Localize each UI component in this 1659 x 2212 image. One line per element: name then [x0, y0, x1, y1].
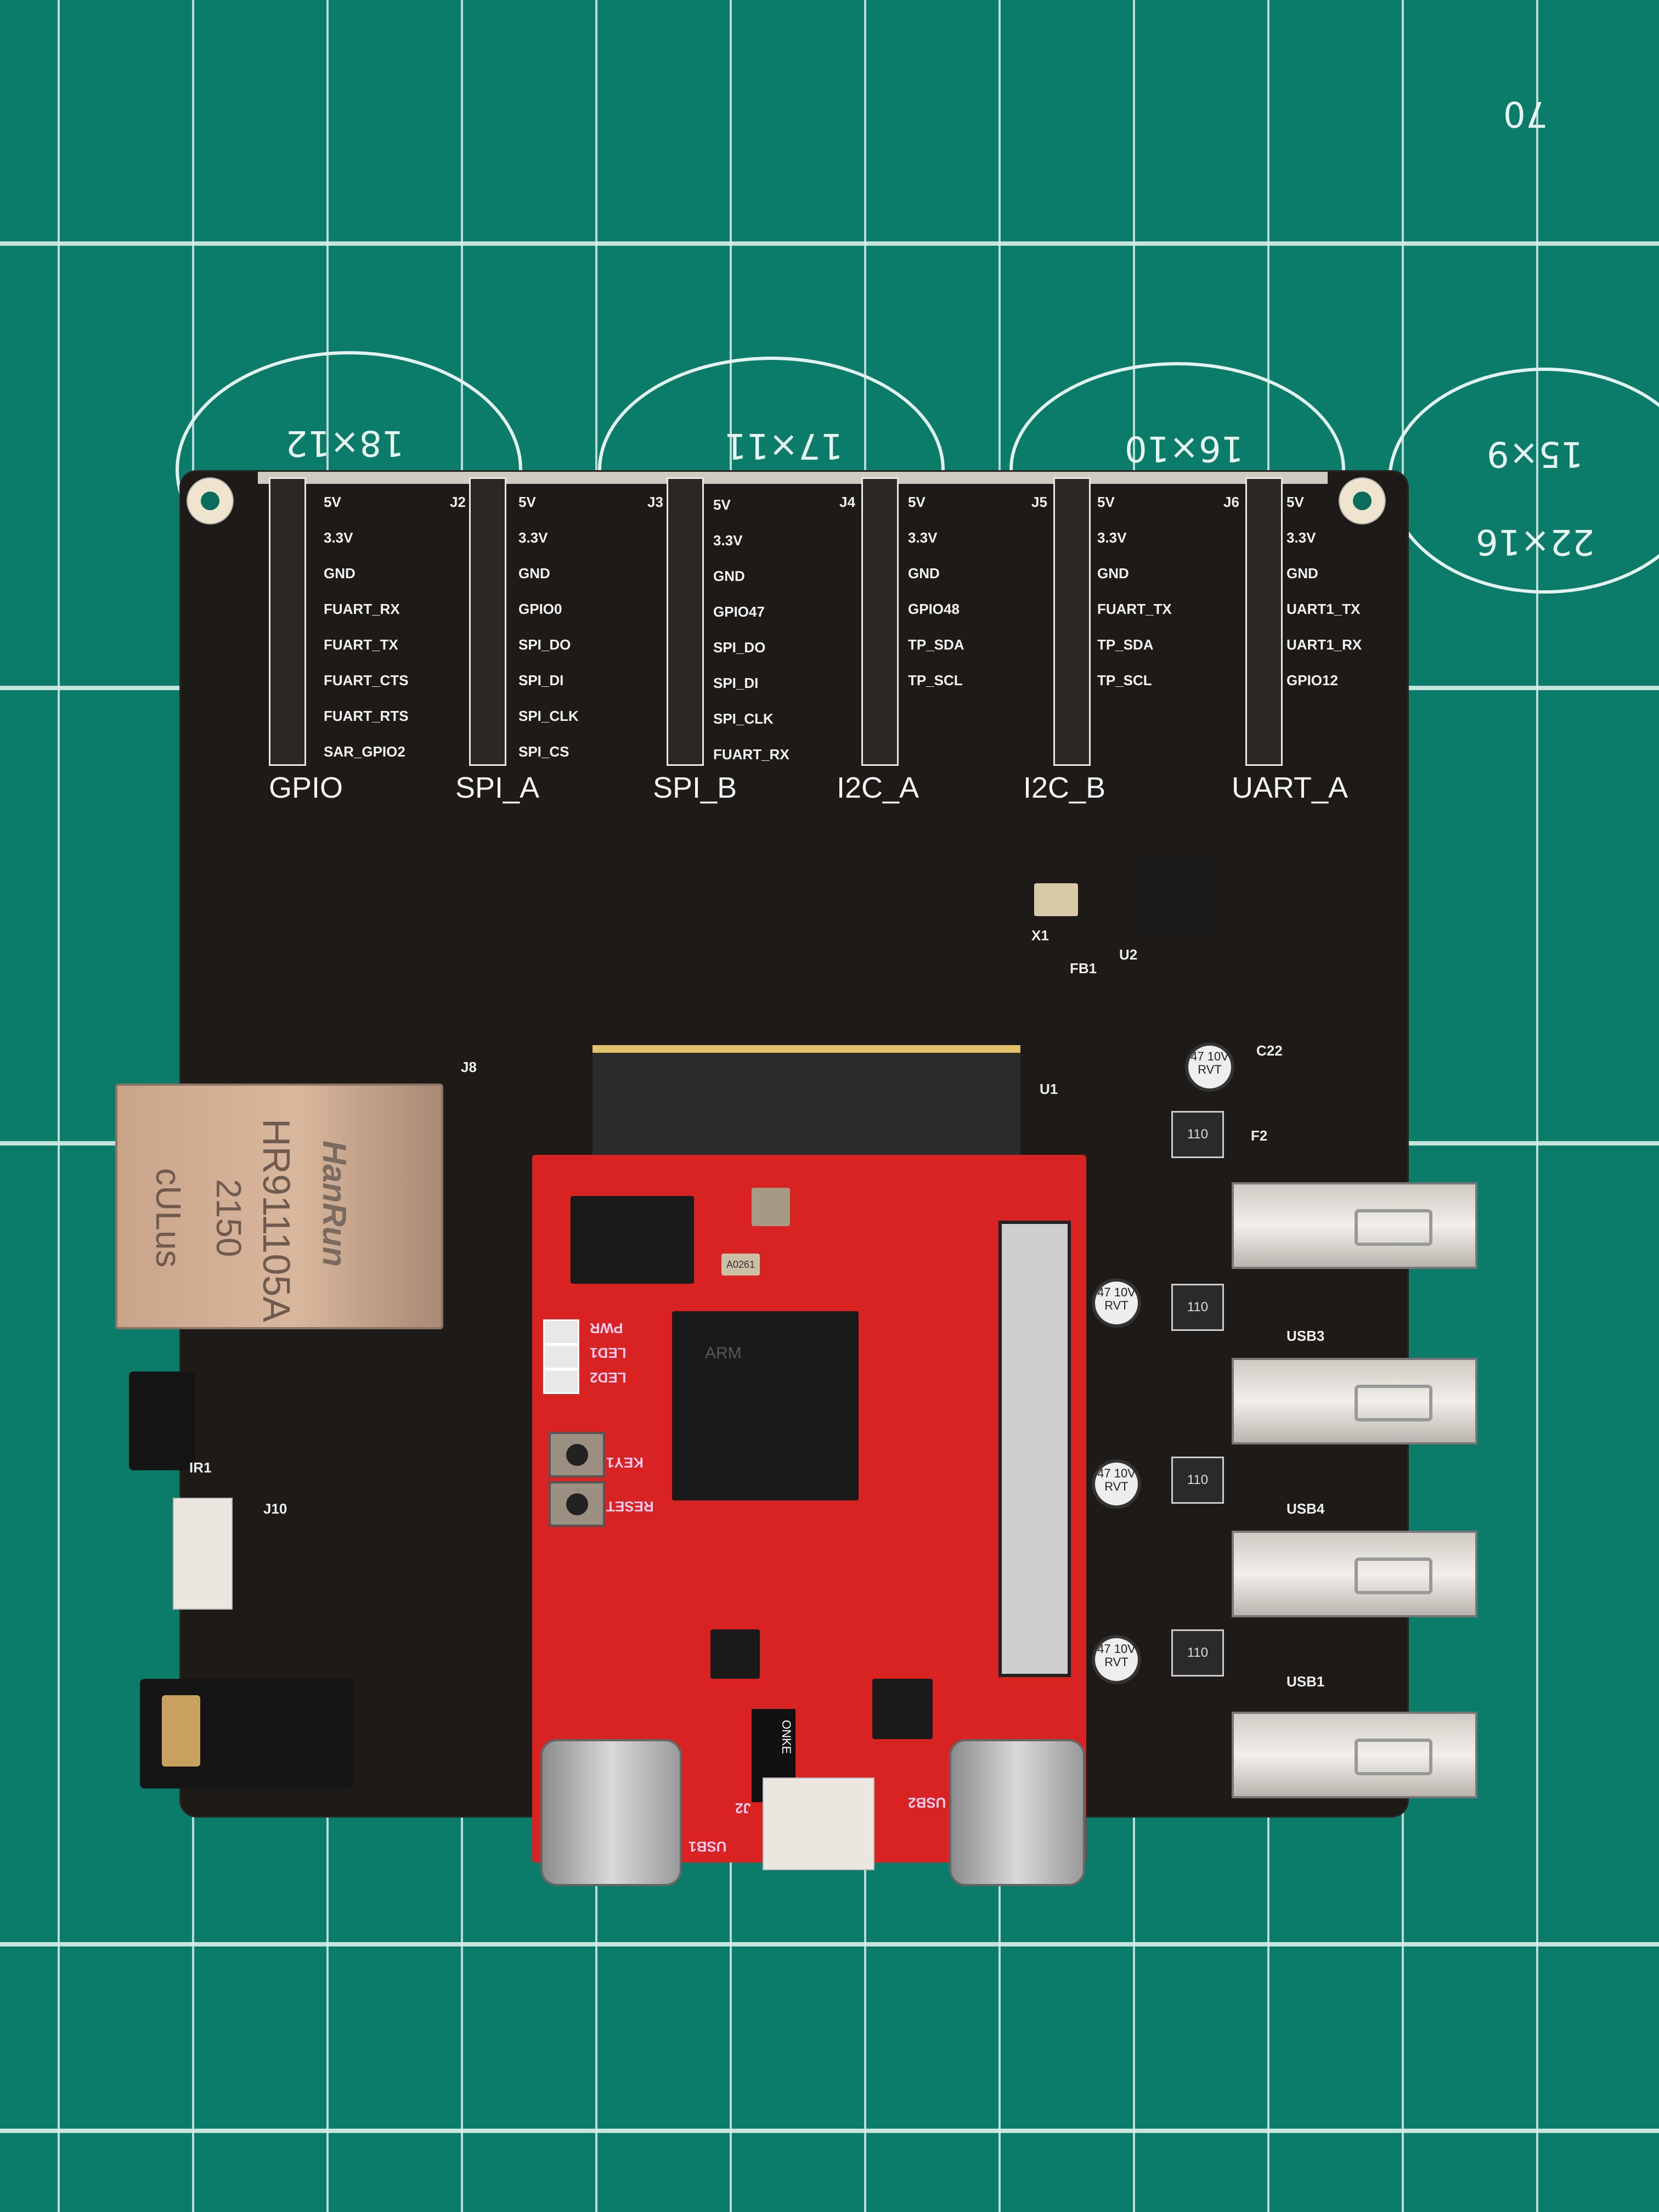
key1-button[interactable] [549, 1432, 605, 1477]
usb-a-port[interactable] [1232, 1531, 1477, 1617]
ir-receiver [129, 1372, 195, 1470]
audio-jack[interactable] [140, 1679, 354, 1788]
mat-label: 16×10 [1125, 428, 1244, 469]
module-crystal-x2: A0261 [721, 1254, 760, 1276]
fuse-f1: 110 [1171, 1629, 1224, 1677]
electrolytic-cap-c5: 47 10V RVT [1092, 1635, 1141, 1684]
header-label: GPIO [269, 771, 343, 804]
mat-label: 17×11 [724, 425, 843, 466]
fuse-f3: 110 [1171, 1284, 1224, 1331]
usb-a-port[interactable] [1232, 1712, 1477, 1798]
mat-gridline [0, 2129, 1659, 2133]
header-label: SPI_A [455, 771, 540, 804]
header-label: UART_A [1232, 771, 1348, 804]
header-label: I2C_A [837, 771, 919, 804]
usb-c-port-usb2[interactable] [949, 1739, 1085, 1886]
mounting-hole [1339, 477, 1386, 524]
header-label: I2C_B [1023, 771, 1106, 804]
reset-button[interactable] [549, 1481, 605, 1527]
mat-label: 18×12 [285, 422, 404, 463]
led-1 [543, 1344, 579, 1369]
crystal-x1 [1034, 883, 1078, 916]
fuse-f2: 110 [1171, 1111, 1224, 1158]
ethernet-rj45-jack[interactable]: HR911105A HanRun 2150 cULus [115, 1084, 443, 1329]
usb-hub-chip-u2 [1130, 856, 1212, 938]
soc-chip: ARM [672, 1311, 859, 1500]
usb-a-port[interactable] [1232, 1182, 1477, 1269]
connector-j10[interactable] [173, 1498, 233, 1610]
led-pwr [543, 1319, 579, 1345]
mat-gridline [1536, 0, 1538, 2212]
electrolytic-cap-c22: 47 10V RVT [1185, 1042, 1234, 1092]
mounting-hole [187, 477, 234, 524]
connector-j2[interactable] [763, 1778, 874, 1870]
usb-hub-chip-u5 [872, 1679, 933, 1739]
mat-label: 15×9 [1487, 433, 1583, 474]
electrolytic-cap-c26: 47 10V RVT [1092, 1459, 1141, 1509]
mat-gridline [0, 241, 1659, 246]
mat-label: 22×16 [1476, 521, 1595, 562]
m2-edge-connector [592, 1045, 1020, 1163]
module-crystal-x1 [752, 1188, 790, 1226]
usb-a-port[interactable] [1232, 1358, 1477, 1444]
mat-gridline [0, 1942, 1659, 1946]
inductor-u2 [710, 1629, 760, 1679]
ffc-connector[interactable] [998, 1221, 1071, 1677]
mat-gridline [58, 0, 60, 2212]
flash-chip-u1 [571, 1196, 694, 1284]
usb-c-port-usb1[interactable] [540, 1739, 682, 1886]
board-top-edge [258, 472, 1328, 484]
header-label: SPI_B [653, 771, 737, 804]
electrolytic-cap-c25: 47 10V RVT [1092, 1278, 1141, 1328]
led-2 [543, 1369, 579, 1394]
fuse-f4: 110 [1171, 1457, 1224, 1504]
mat-label: 70 [1503, 93, 1548, 134]
